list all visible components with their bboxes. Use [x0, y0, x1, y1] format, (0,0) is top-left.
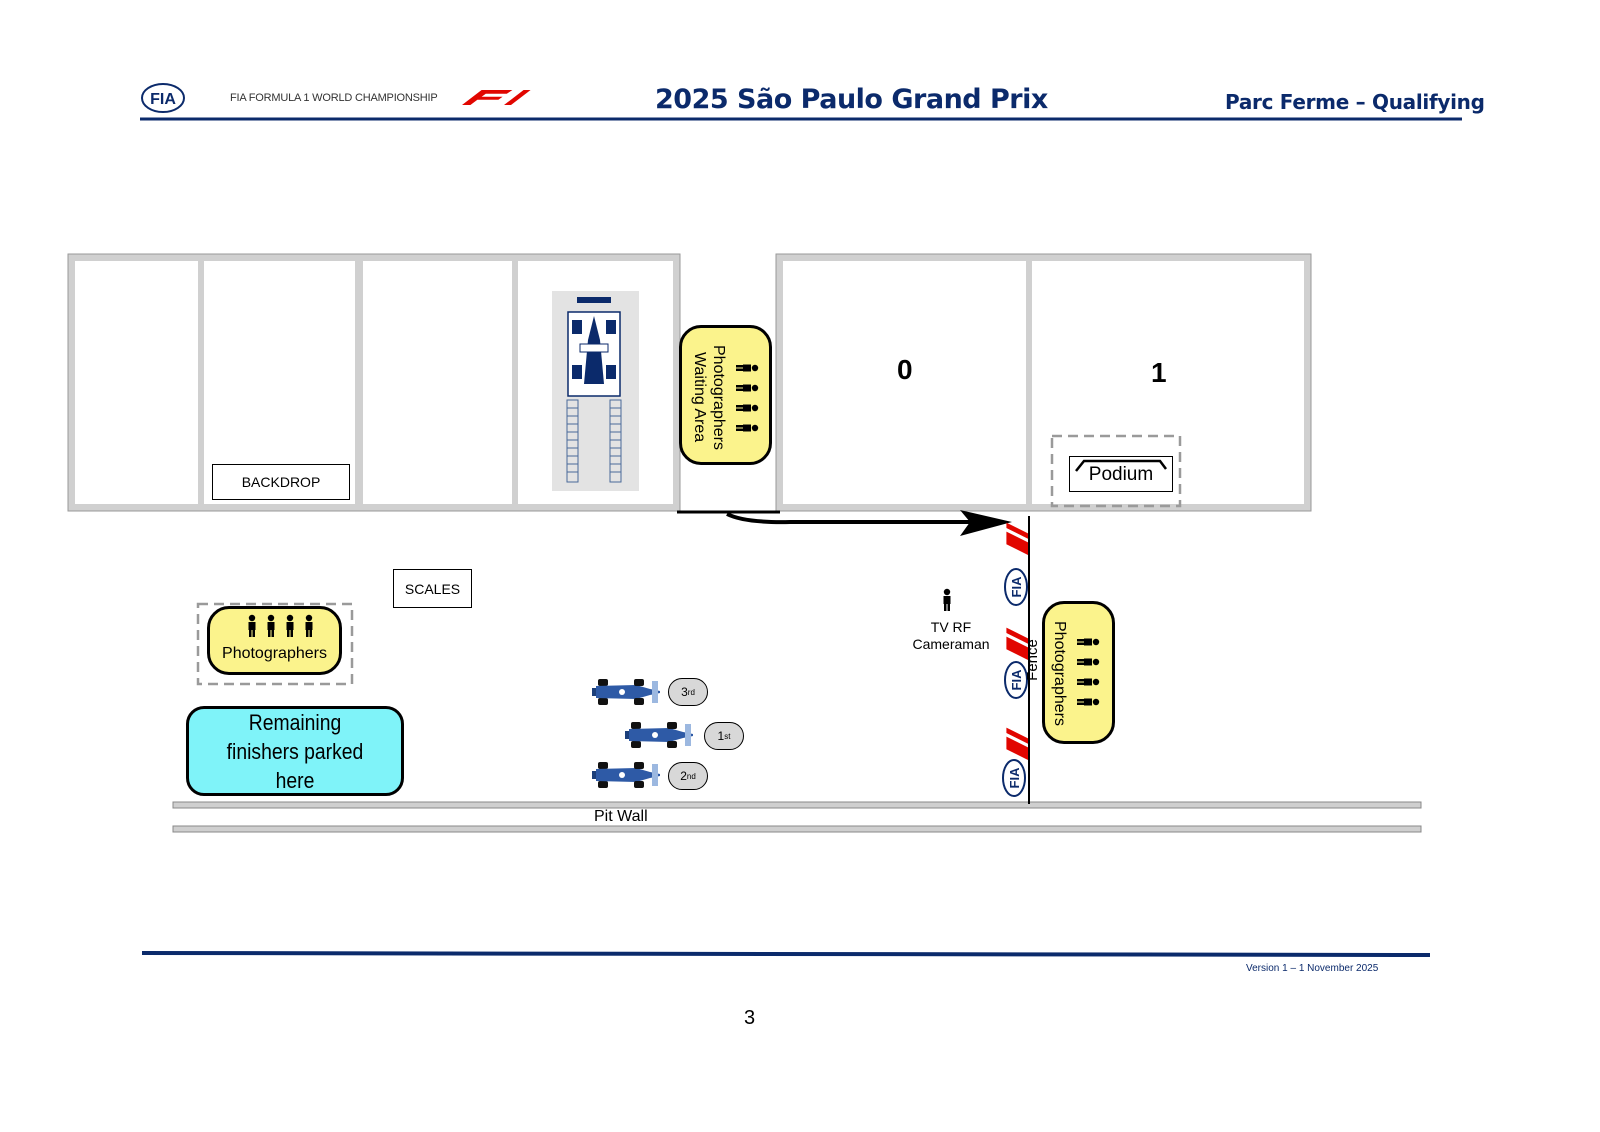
org-text: FIA FORMULA 1 WORLD CHAMPIONSHIP [230, 92, 438, 104]
photographers-waiting-area: Photographers Waiting Area [679, 325, 772, 465]
bay-0-number: 0 [897, 354, 913, 385]
pit-wall-label: Pit Wall [594, 808, 648, 825]
bay-1-number: 1 [1151, 357, 1167, 388]
tv-cameraman-icon [943, 588, 951, 611]
position-2nd-number: 2 [680, 769, 687, 783]
podium-label: Podium [1088, 464, 1154, 485]
podium-box: Podium [1069, 456, 1173, 492]
position-3rd-suffix: rd [687, 687, 695, 697]
photographers-right-icons [1077, 638, 1100, 706]
fia-logo-text: FIA [150, 91, 176, 108]
fia-logo-icon: FIA [141, 83, 185, 113]
podium-area [1050, 434, 1182, 508]
garage-right [775, 253, 1312, 512]
photographers-waiting-icons [736, 364, 759, 432]
photographers-right-box: Photographers [1042, 601, 1115, 744]
position-1st-suffix: st [724, 731, 731, 741]
footer-rule [141, 951, 1431, 957]
fence-fia-1: FIA [1009, 576, 1024, 598]
section-title: Parc Ferme – Qualifying [1225, 90, 1485, 114]
remaining-finishers-box: Remaining finishers parked here [186, 706, 404, 796]
photographers-right-label: Photographers [1051, 620, 1068, 726]
car-1st [625, 722, 693, 748]
tv-cameraman-label: TV RF Cameraman [912, 619, 990, 652]
page-title: 2025 São Paulo Grand Prix [655, 84, 1048, 115]
fence-label: Fence [1024, 639, 1041, 681]
scales-box: SCALES [393, 569, 472, 608]
position-3rd-number: 3 [681, 685, 688, 699]
route-arrow [677, 510, 1012, 536]
fence-fia-2: FIA [1009, 669, 1024, 691]
position-2nd-suffix: nd [686, 771, 696, 781]
pit-wall [172, 801, 1422, 833]
photographers-left-label: Photographers [222, 645, 327, 662]
car-3rd [592, 679, 660, 705]
scrutineering-ramp [552, 291, 639, 491]
photographers-left-area [196, 602, 354, 686]
photographers-waiting-label: Photographers Waiting Area [691, 344, 727, 450]
podium-steps-icon [1075, 459, 1167, 472]
car-2nd [592, 762, 660, 788]
fence-fia-3: FIA [1007, 767, 1022, 789]
fence-branding: FIA FIA FIA [1002, 522, 1028, 797]
page-number: 3 [744, 1007, 756, 1029]
remaining-finishers-label: Remaining finishers parked here [226, 709, 364, 793]
f1-logo-icon [462, 90, 531, 105]
position-1st-number: 1 [717, 729, 725, 743]
version-text: Version 1 – 1 November 2025 [1246, 963, 1379, 974]
photographers-left-box: Photographers [207, 606, 342, 675]
backdrop-box: BACKDROP [212, 464, 350, 500]
photographers-left-icons [248, 614, 313, 637]
